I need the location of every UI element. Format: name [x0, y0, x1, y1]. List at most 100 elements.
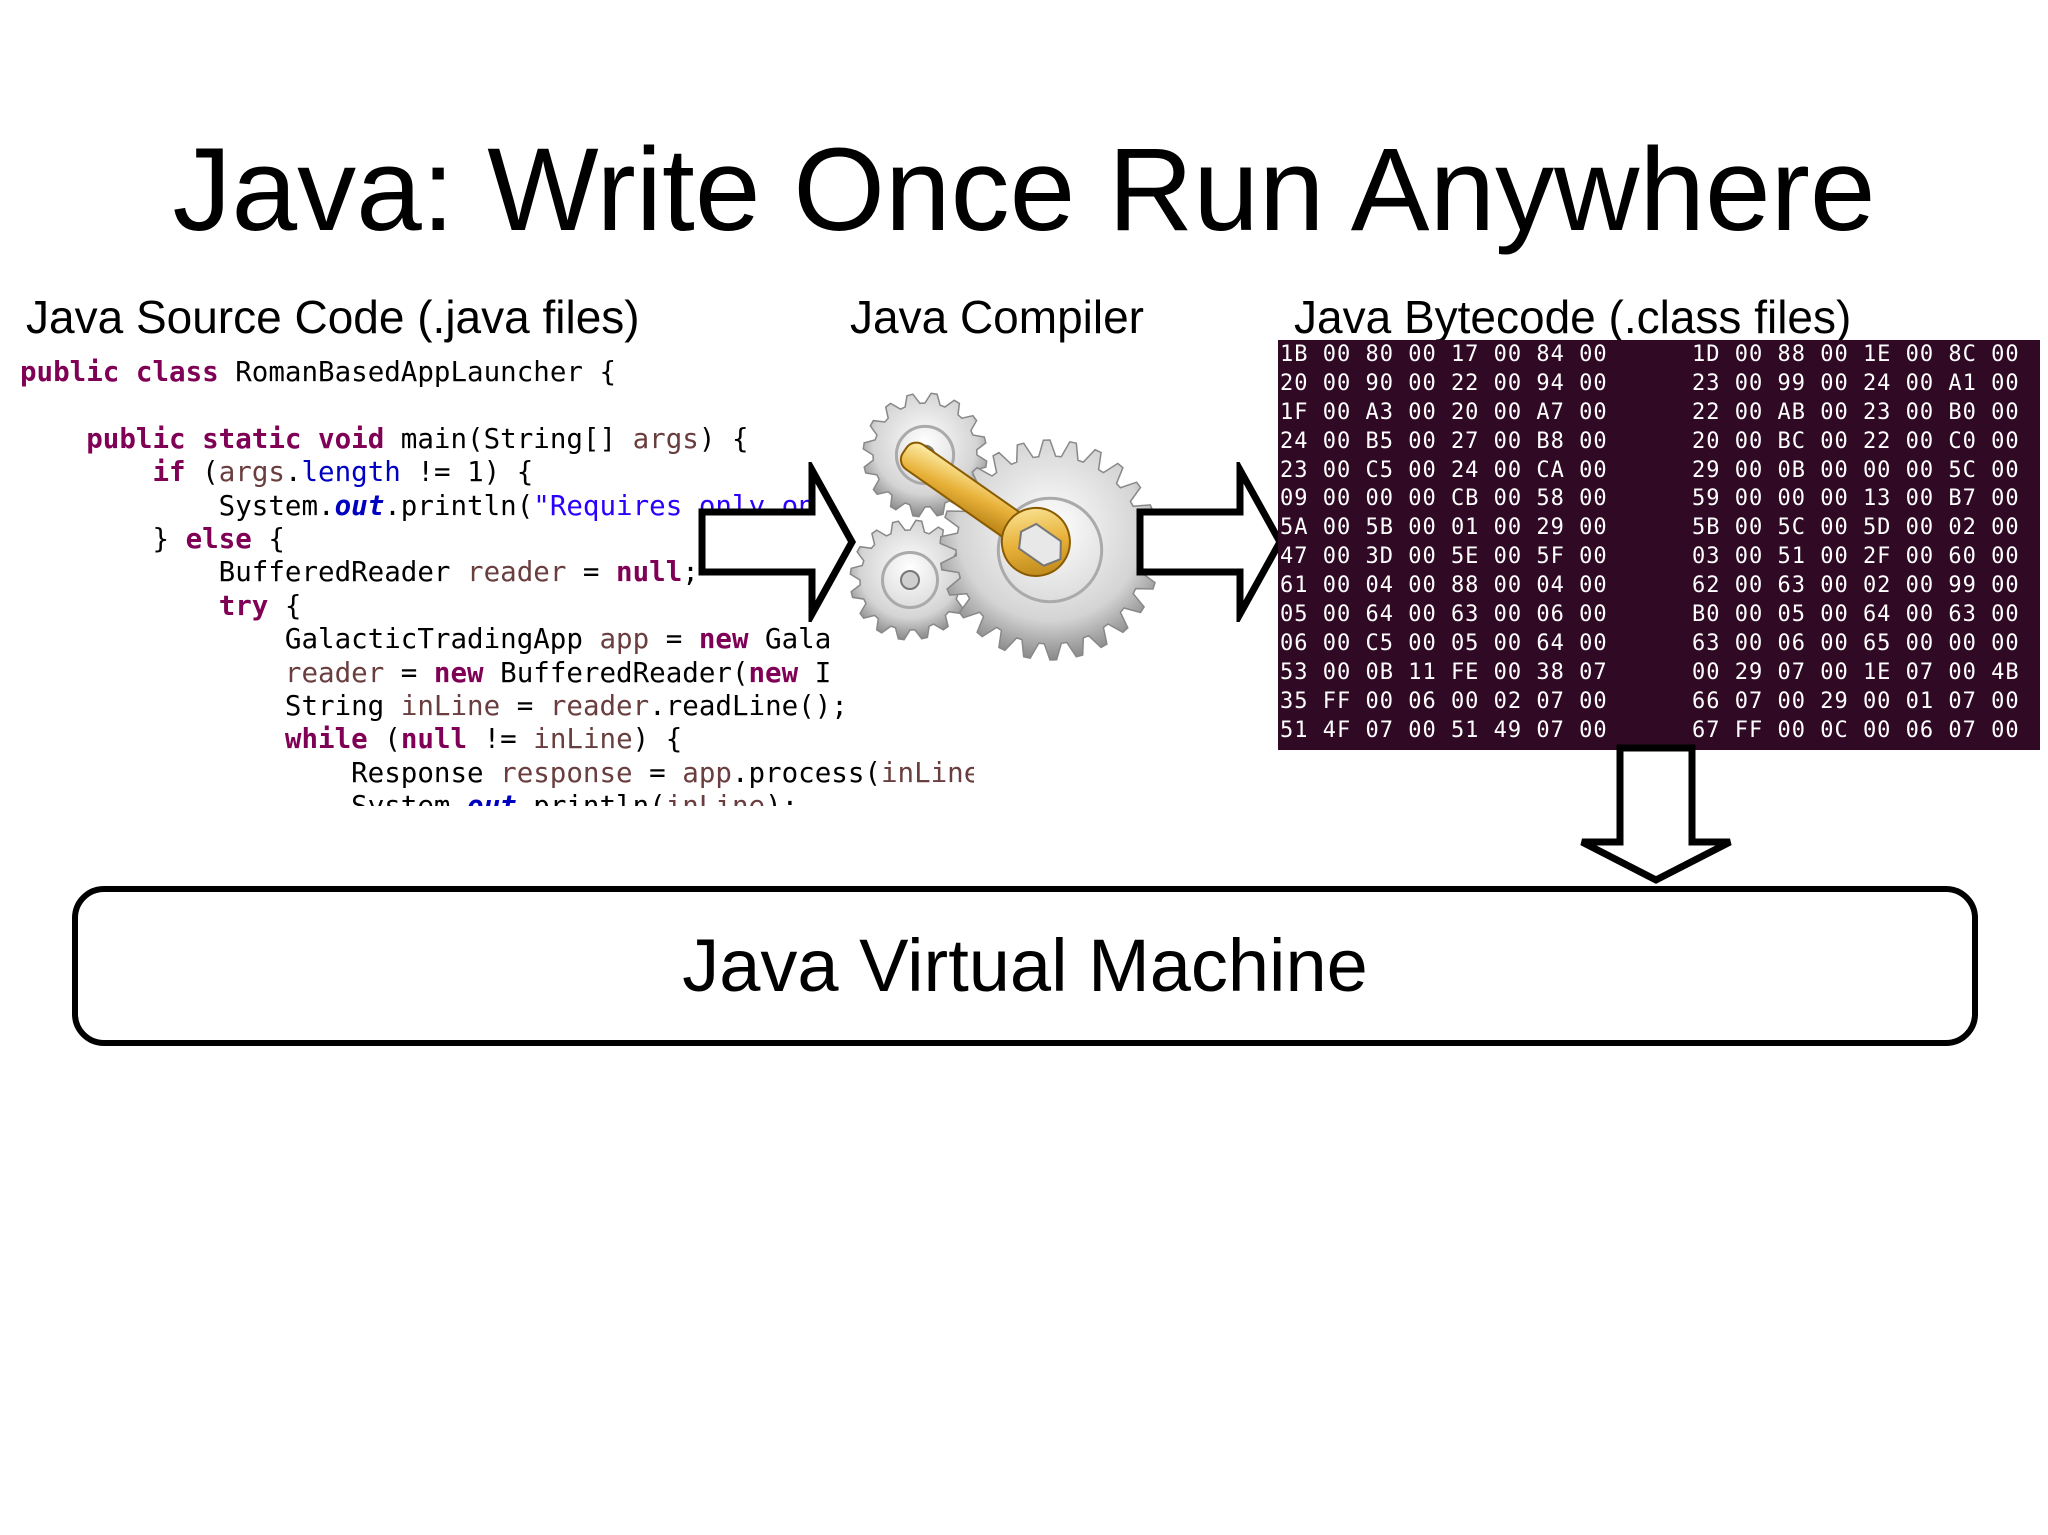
code-token: .println(: [384, 489, 534, 522]
code-token: != 1) {: [400, 456, 534, 489]
code-token: while: [284, 723, 368, 756]
code-token: args: [218, 456, 285, 489]
compiler-gears-icon: [849, 392, 1161, 661]
code-token: String: [20, 690, 401, 723]
source-code-label: Java Source Code (.java files): [26, 291, 640, 343]
bytecode-left-cell: 1B 00 80 00 17 00 84 00: [1280, 341, 1608, 367]
jvm-box: Java Virtual Machine: [72, 886, 1978, 1046]
code-token: ) {: [698, 422, 749, 455]
code-token: [20, 657, 285, 689]
code-token: reader: [549, 690, 650, 723]
code-token: main(String[]: [384, 422, 633, 455]
code-token: app: [599, 623, 650, 656]
code-token: =: [384, 656, 434, 689]
bytecode-left-cell: 1F 00 A3 00 20 00 A7 00: [1280, 399, 1608, 425]
bytecode-row: 53 00 0B 11 FE 00 38 07 00 29 07 00 1E 07…: [1278, 658, 2040, 687]
arrow-bytecode-to-jvm: [1580, 744, 1732, 884]
bytecode-left-cell: 20 00 90 00 22 00 94 00: [1280, 370, 1608, 396]
bytecode-row: 51 4F 07 00 51 49 07 00 67 FF 00 0C 00 06…: [1278, 716, 2040, 745]
code-token: inLine: [666, 790, 765, 806]
code-token: GalacticTradingApp: [20, 623, 600, 656]
wrench-icon: [899, 441, 1071, 577]
code-token: null: [616, 556, 683, 589]
code-token: new: [698, 623, 749, 656]
code-token: app: [682, 756, 732, 789]
bytecode-left-cell: 05 00 64 00 63 00 06 00: [1280, 601, 1608, 627]
code-line: reader = new BufferedReader(new I: [20, 657, 968, 690]
code-token: inLine: [533, 723, 633, 756]
bytecode-hex-panel: 1B 00 80 00 17 00 84 00 1D 00 88 00 1E 00…: [1278, 340, 2040, 750]
code-token: length: [301, 456, 401, 489]
code-token: BufferedReader(: [483, 656, 749, 689]
bytecode-left-cell: 53 00 0B 11 FE 00 38 07: [1280, 659, 1608, 685]
code-token: );: [765, 790, 798, 806]
code-token: .println(: [517, 790, 666, 806]
bytecode-left-cell: 5A 00 5B 00 01 00 29 00: [1280, 515, 1608, 541]
source-code-text: public class RomanBasedAppLauncher { pub…: [14, 352, 974, 806]
bytecode-row: 1B 00 80 00 17 00 84 00 1D 00 88 00 1E 00…: [1278, 340, 2040, 369]
bytecode-right-cell: 23 00 99 00 24 00 A1 00: [1692, 370, 2020, 396]
code-token: =: [649, 623, 699, 656]
code-line: try {: [20, 590, 968, 623]
code-token: System.: [20, 489, 335, 522]
code-token: (: [367, 723, 401, 756]
bytecode-right-cell: 20 00 BC 00 22 00 C0 00: [1692, 428, 2020, 454]
code-token: Response: [20, 756, 501, 789]
code-token: ) {: [632, 723, 683, 756]
code-line: System.out.println("Requires only one: [20, 490, 968, 523]
code-line: [20, 389, 968, 422]
code-line: BufferedReader reader = null;: [20, 556, 968, 589]
code-line: Response response = app.process(inLine);: [20, 756, 974, 790]
code-token: null: [400, 723, 468, 756]
code-token: reader: [284, 656, 385, 689]
bytecode-left-cell: 24 00 B5 00 27 00 B8 00: [1280, 428, 1608, 454]
bytecode-left-cell: 09 00 00 00 CB 00 58 00: [1280, 486, 1608, 512]
code-token: [20, 590, 219, 622]
bytecode-label: Java Bytecode (.class files): [1294, 291, 1852, 343]
compiler-label: Java Compiler: [850, 291, 1144, 343]
bytecode-left-cell: 35 FF 00 06 00 02 07 00: [1280, 688, 1608, 714]
bytecode-row: 5A 00 5B 00 01 00 29 00 5B 00 5C 00 5D 00…: [1278, 513, 2040, 542]
bytecode-right-cell: B0 00 05 00 64 00 63 00: [1692, 601, 2020, 627]
code-token: try: [218, 589, 269, 622]
code-token: public static void: [86, 422, 385, 455]
code-token: out: [467, 790, 517, 806]
slide-title: Java: Write Once Run Anywhere: [172, 124, 1876, 256]
bytecode-right-cell: 1D 00 88 00 1E 00 8C 00: [1692, 341, 2020, 367]
jvm-label: Java Virtual Machine: [682, 924, 1368, 1007]
code-line: public static void main(String[] args) {: [20, 423, 968, 456]
code-token: .readLine();: [649, 690, 848, 723]
bytecode-right-cell: 29 00 0B 00 00 00 5C 00: [1692, 457, 2020, 483]
code-token: response: [500, 756, 633, 789]
code-token: inLine: [400, 690, 501, 723]
bytecode-left-cell: 51 4F 07 00 51 49 07 00: [1280, 717, 1608, 743]
code-token: (: [185, 456, 219, 489]
code-token: RomanBasedAppLauncher {: [218, 356, 617, 388]
bytecode-row: 20 00 90 00 22 00 94 00 23 00 99 00 24 00…: [1278, 369, 2040, 398]
code-token: out: [334, 489, 385, 522]
code-line: } else {: [20, 523, 968, 556]
code-line: if (args.length != 1) {: [20, 456, 968, 489]
code-token: {: [251, 523, 285, 556]
code-token: [20, 423, 86, 455]
code-token: =: [632, 756, 683, 789]
code-line: System.out.println(inLine);: [20, 790, 968, 806]
arrow-compiler-to-bytecode: [1136, 462, 1285, 622]
code-token: [20, 723, 285, 755]
code-token: public class: [20, 356, 219, 388]
bytecode-right-cell: 5B 00 5C 00 5D 00 02 00: [1692, 515, 2020, 541]
code-token: new: [748, 656, 799, 689]
bytecode-right-cell: 00 29 07 00 1E 07 00 4B: [1692, 659, 2020, 685]
bytecode-right-cell: 63 00 06 00 65 00 00 00: [1692, 630, 2020, 656]
bytecode-right-cell: 59 00 00 00 13 00 B7 00: [1692, 486, 2020, 512]
bytecode-right-cell: 67 FF 00 0C 00 06 07 00: [1692, 717, 2020, 743]
code-token: new: [433, 656, 484, 689]
code-token: BufferedReader: [20, 556, 468, 589]
code-token: Gala: [748, 623, 832, 656]
bytecode-left-cell: 61 00 04 00 88 00 04 00: [1280, 573, 1608, 599]
code-token: [20, 456, 152, 488]
